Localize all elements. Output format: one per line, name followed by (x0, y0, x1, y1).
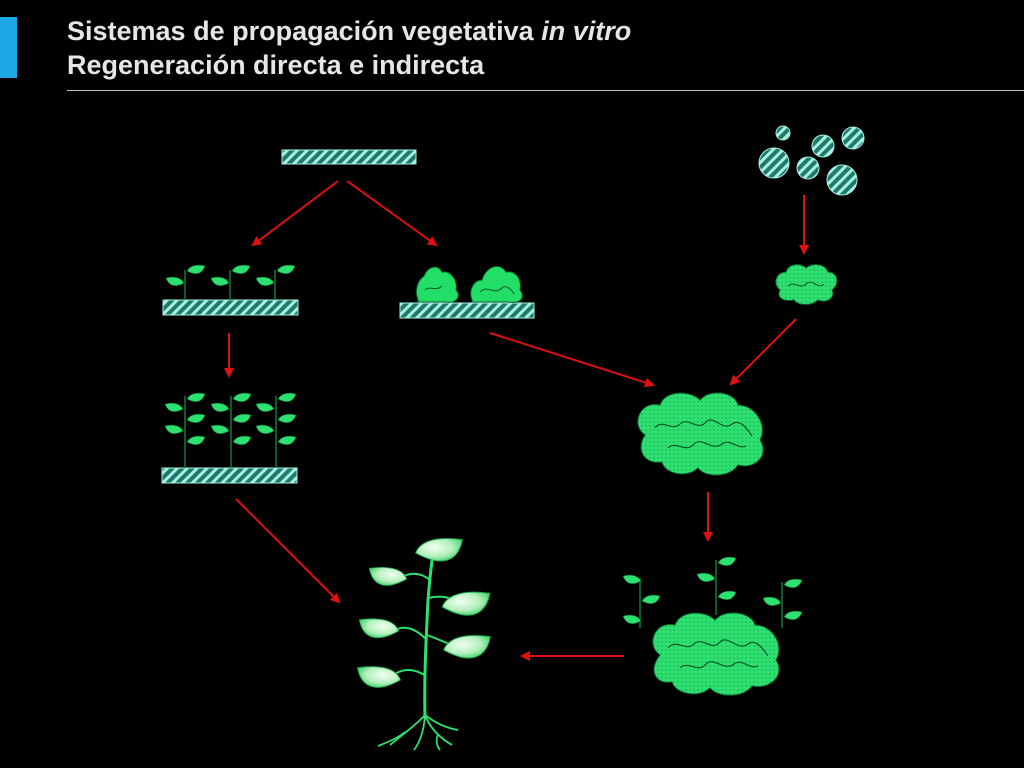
arrow-to-callus-explant (346, 180, 438, 247)
multiplied-shoots (161, 392, 298, 484)
shoot-2 (210, 264, 251, 300)
accent-bar (0, 17, 17, 78)
multiplied-base-strip (161, 467, 298, 484)
title-italic-text: in vitro (541, 16, 632, 46)
callus-on-explant (399, 265, 535, 319)
multiplied-shoot-3 (255, 392, 297, 468)
callus-shoot-right (762, 578, 803, 628)
arrow-from-multiplied-to-plant (235, 498, 341, 604)
plant-roots (377, 714, 459, 751)
shoot-base-strip (162, 299, 299, 316)
arrow-from-explant-callus (489, 332, 655, 388)
shoot-1 (165, 264, 206, 300)
title-line-2: Regeneración directa e indirecta (67, 50, 485, 80)
small-callus (775, 264, 838, 305)
arrow-from-suspension-callus (729, 318, 797, 386)
page-title: Sistemas de propagación vegetativa in vi… (67, 14, 631, 82)
callus-shoot-middle (696, 556, 737, 615)
title-line-1: Sistemas de propagación vegetativa in vi… (67, 14, 631, 48)
callus-mass (637, 392, 764, 476)
direct-shoots (162, 264, 299, 316)
multiplied-shoot-2 (210, 392, 252, 468)
callus-shoot-left (622, 574, 661, 628)
title-main-text: Sistemas de propagación vegetativa (67, 16, 534, 46)
title-divider (67, 90, 1024, 91)
explant-strip (281, 149, 417, 165)
multiplied-shoot-1 (164, 392, 206, 468)
arrow-to-direct-shoots (251, 180, 339, 247)
callus-with-shoots (622, 556, 803, 696)
rooted-plant (356, 537, 491, 751)
cell-suspension (758, 125, 865, 196)
shoot-3 (255, 264, 296, 300)
callus-base-strip (399, 302, 535, 319)
